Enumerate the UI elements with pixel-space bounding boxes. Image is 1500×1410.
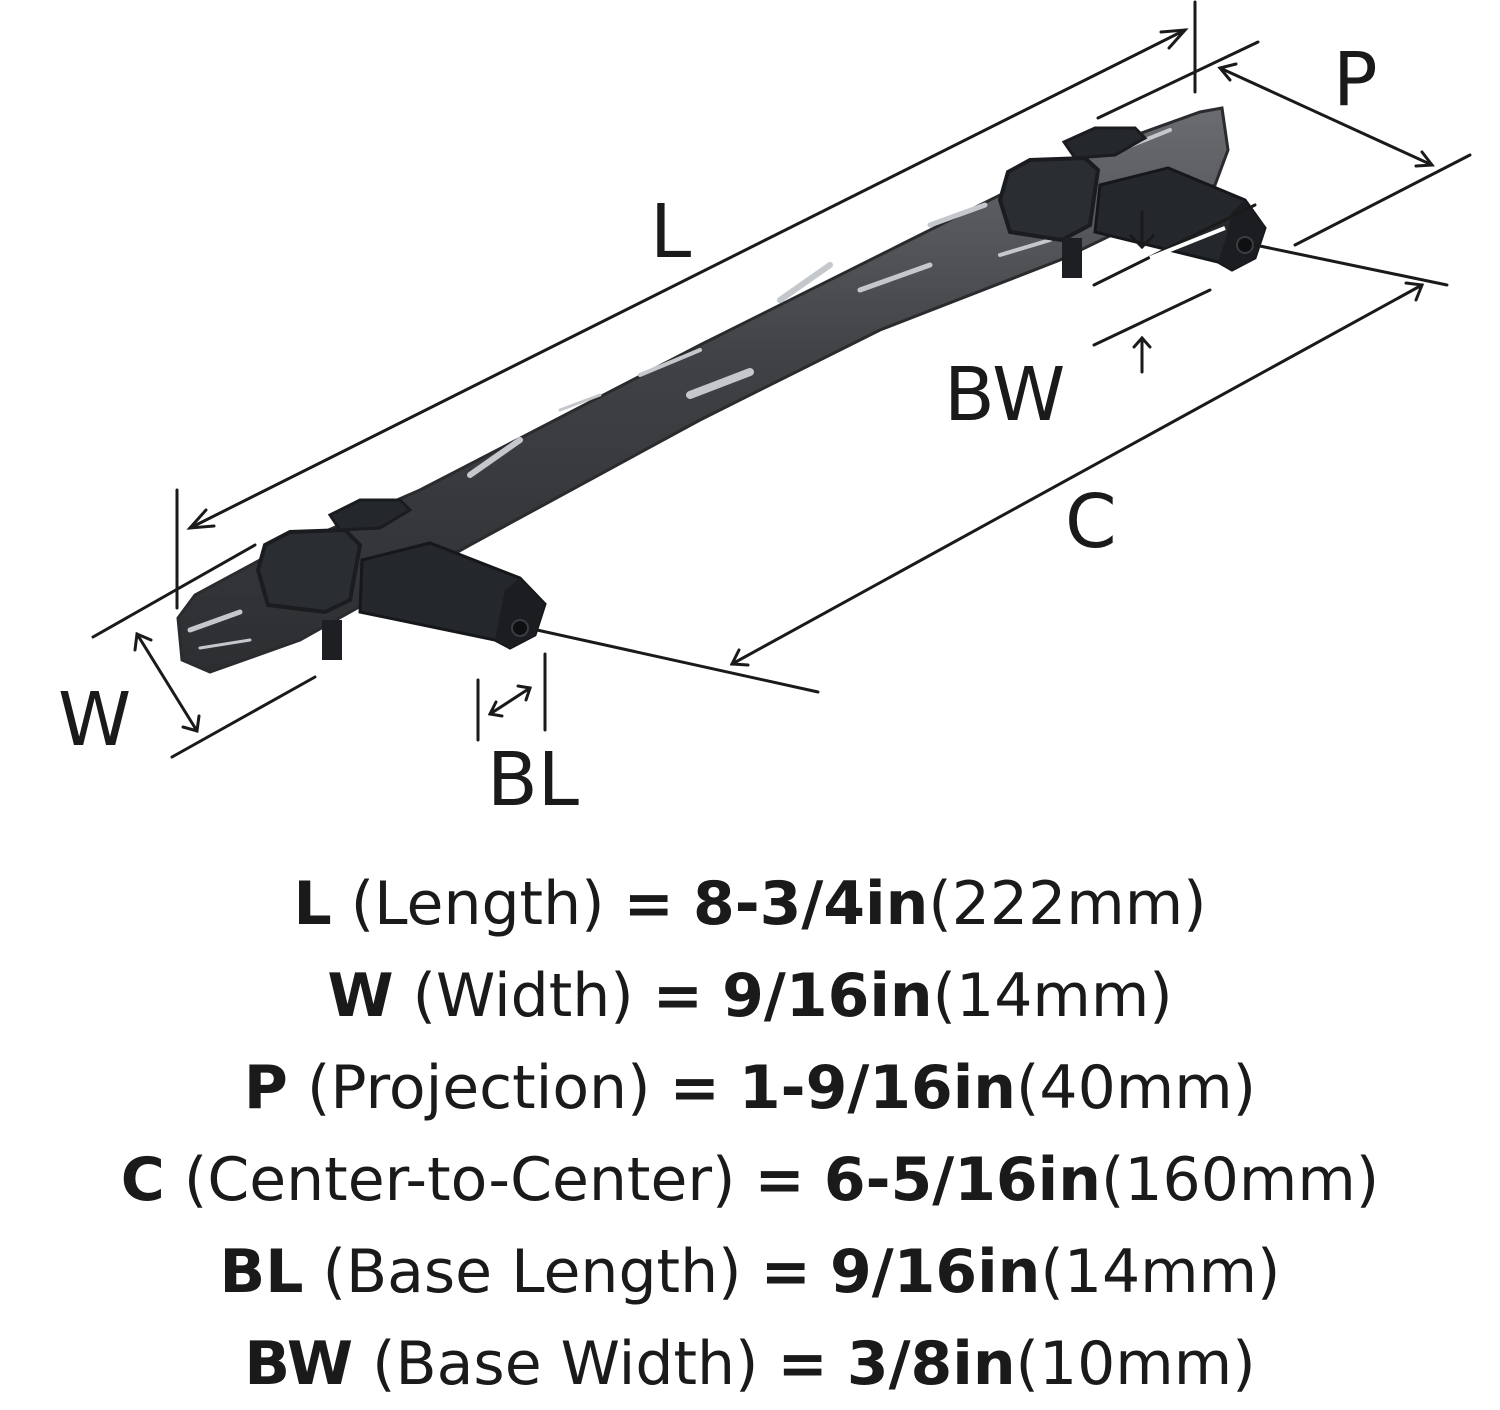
spec-equals: =	[760, 1237, 811, 1307]
left-base	[255, 498, 547, 660]
spec-base-width: BW (Base Width) = 3/8in(10mm)	[0, 1318, 1500, 1410]
spec-mm-value: (40mm)	[1016, 1053, 1257, 1123]
label-l: L	[650, 189, 691, 275]
right-base	[997, 126, 1267, 278]
spec-length: L (Length) = 8-3/4in(222mm)	[0, 858, 1500, 950]
specification-list: L (Length) = 8-3/4in(222mm) W (Width) = …	[0, 858, 1500, 1410]
spec-base-length: BL (Base Length) = 9/16in(14mm)	[0, 1226, 1500, 1318]
spec-mm-value: (14mm)	[1040, 1237, 1281, 1307]
spec-inch-value: 3/8in	[846, 1329, 1016, 1399]
label-c: C	[1065, 479, 1117, 565]
spec-description: (Width)	[412, 961, 634, 1031]
spec-inch-value: 9/16in	[829, 1237, 1041, 1307]
spec-description: (Projection)	[306, 1053, 651, 1123]
dimension-diagram: L P BW C W BL	[58, 0, 1472, 823]
spec-mm-value: (14mm)	[932, 961, 1173, 1031]
spec-description: (Base Width)	[372, 1329, 759, 1399]
bw-highlight-line	[1149, 226, 1226, 260]
spec-center-to-center: C (Center-to-Center) = 6-5/16in(160mm)	[0, 1134, 1500, 1226]
label-p: P	[1333, 37, 1378, 123]
spec-mm-value: (10mm)	[1015, 1329, 1256, 1399]
spec-code: BL	[219, 1237, 304, 1307]
spec-code: BW	[244, 1329, 354, 1399]
spec-equals: =	[777, 1329, 828, 1399]
spec-equals: =	[754, 1145, 805, 1215]
spec-code: C	[120, 1145, 165, 1215]
spec-description: (Length)	[350, 869, 605, 939]
spec-code: W	[327, 961, 394, 1031]
spec-inch-value: 9/16in	[722, 961, 933, 1031]
spec-inch-value: 6-5/16in	[823, 1145, 1101, 1215]
spec-projection: P (Projection) = 1-9/16in(40mm)	[0, 1042, 1500, 1134]
spec-equals: =	[623, 869, 674, 939]
label-bw: BW	[944, 352, 1065, 438]
spec-code: P	[243, 1053, 288, 1123]
spec-width: W (Width) = 9/16in(14mm)	[0, 950, 1500, 1042]
handle-illustration	[176, 106, 1267, 674]
label-w: W	[58, 677, 131, 763]
dimension-lines	[91, 0, 1472, 759]
spec-mm-value: (160mm)	[1100, 1145, 1380, 1215]
spec-equals: =	[669, 1053, 720, 1123]
label-bl: BL	[487, 737, 579, 823]
spec-mm-value: (222mm)	[928, 869, 1207, 939]
right-screw-hole	[1236, 236, 1254, 254]
spec-description: (Base Length)	[322, 1237, 742, 1307]
spec-equals: =	[652, 961, 704, 1031]
spec-inch-value: 8-3/4in	[692, 869, 929, 939]
spec-inch-value: 1-9/16in	[738, 1053, 1017, 1123]
spec-description: (Center-to-Center)	[183, 1145, 736, 1215]
left-screw-hole	[511, 619, 529, 637]
spec-code: L	[293, 869, 332, 939]
